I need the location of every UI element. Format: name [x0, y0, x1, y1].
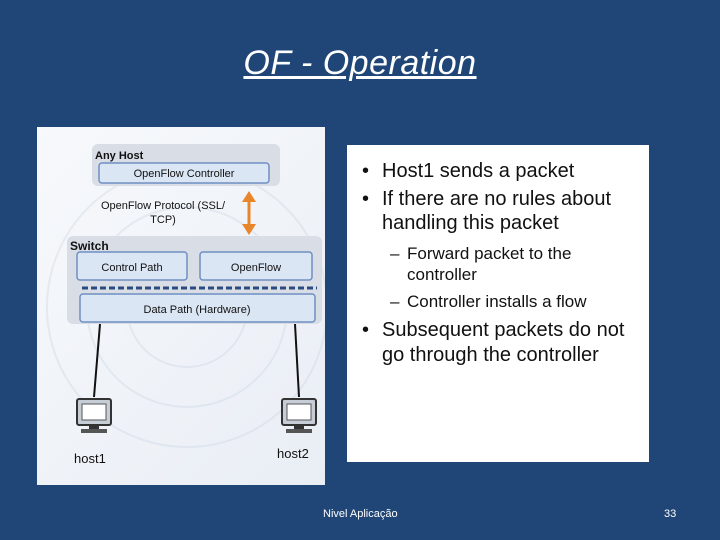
protocol-arrow	[242, 191, 256, 235]
control-path-box	[76, 251, 188, 281]
any-host-label: Any Host	[95, 150, 144, 162]
openflow-diagram: Any Host OpenFlow Controller OpenFlow Pr…	[37, 127, 325, 485]
openflow-label: OpenFlow	[231, 262, 281, 274]
bullet-item: Host1 sends a packet	[347, 159, 649, 183]
page-number: 33	[664, 508, 677, 520]
protocol-label-line2: TCP)	[150, 214, 176, 226]
host1-computer-icon	[76, 398, 112, 433]
host1-link	[93, 323, 101, 398]
host2-label: host2	[277, 446, 309, 461]
protocol-label-line1: OpenFlow Protocol (SSL/	[101, 200, 226, 212]
slide-title: OF - Operation	[243, 44, 477, 82]
bullet-list: Host1 sends a packet If there are no rul…	[347, 145, 649, 368]
controller-box	[98, 162, 270, 184]
bullet-item: Subsequent packets do not go through the…	[347, 318, 649, 368]
footer-label: Nivel Aplicação	[323, 508, 398, 520]
controller-label: OpenFlow Controller	[134, 168, 235, 180]
sub-bullet-item: Forward packet to the controller	[347, 243, 649, 285]
switch-label: Switch	[70, 239, 109, 253]
host2-link	[294, 323, 300, 398]
host1-label: host1	[74, 451, 106, 466]
host2-computer-icon	[281, 398, 317, 433]
bullet-item: If there are no rules about handling thi…	[347, 187, 649, 235]
openflow-box	[199, 251, 313, 281]
diagram-svg: Any Host OpenFlow Controller OpenFlow Pr…	[46, 144, 325, 466]
data-path-box	[79, 293, 316, 323]
control-path-label: Control Path	[101, 262, 162, 274]
data-path-label: Data Path (Hardware)	[144, 304, 251, 316]
sub-bullet-item: Controller installs a flow	[347, 291, 649, 312]
bullet-panel: Host1 sends a packet If there are no rul…	[347, 145, 649, 462]
